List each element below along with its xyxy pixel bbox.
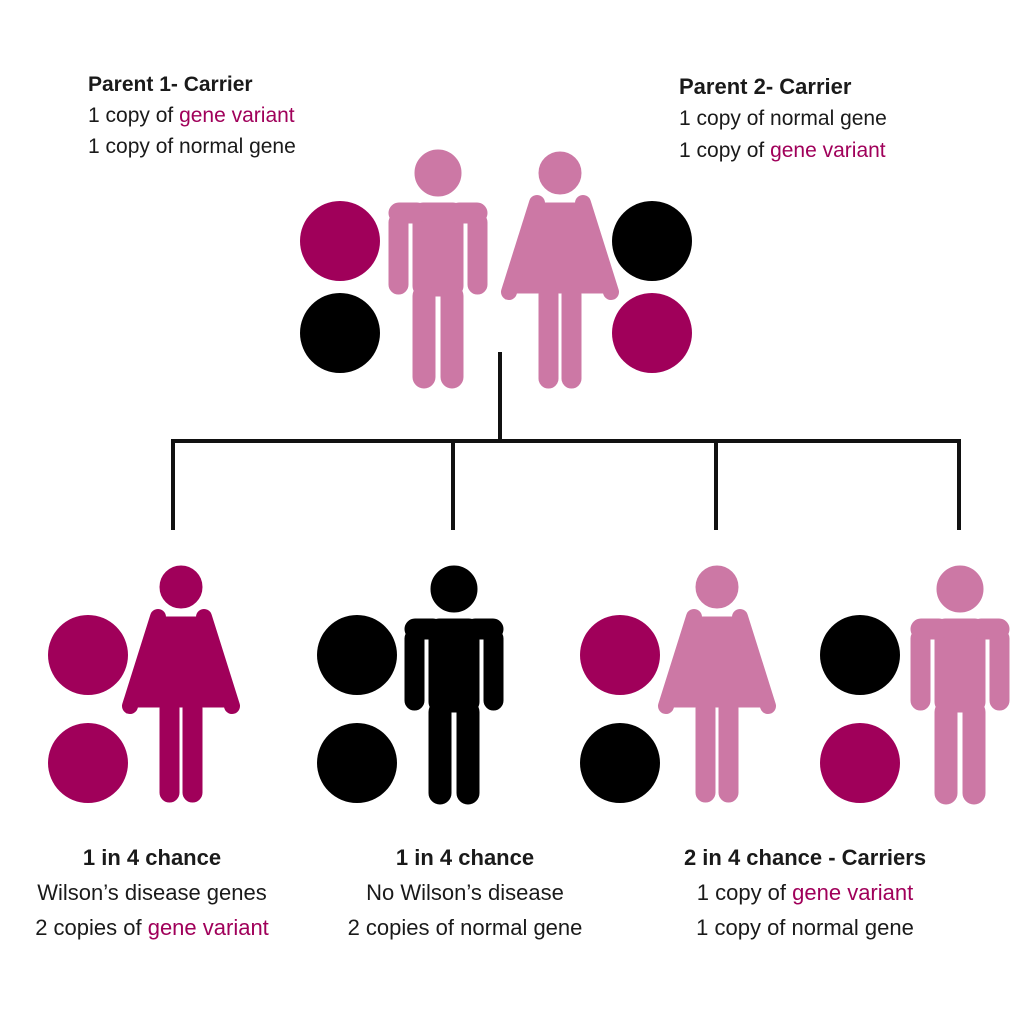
outcome-affected-line2: 2 copies of gene variant bbox=[0, 910, 307, 945]
parent2-line2-text: 1 copy of bbox=[679, 139, 771, 162]
normal-gene-dot bbox=[580, 723, 660, 803]
gene-variant-dot bbox=[820, 723, 900, 803]
parent1-label: Parent 1- Carrier 1 copy of gene variant… bbox=[88, 69, 296, 162]
parent1-line1: 1 copy of gene variant bbox=[88, 100, 296, 131]
male-figure-icon bbox=[910, 565, 1010, 805]
parent1-title: Parent 1- Carrier bbox=[88, 73, 253, 96]
child1-genes bbox=[48, 615, 128, 803]
outcome-unaffected-line1: No Wilson’s disease bbox=[366, 880, 564, 905]
child4-genes bbox=[820, 615, 900, 803]
outcome-unaffected-title: 1 in 4 chance bbox=[395, 845, 535, 870]
outcome-carrier-line1: 1 copy of gene variant bbox=[650, 875, 960, 910]
gene-variant-dot bbox=[612, 293, 692, 373]
gene-variant-dot bbox=[48, 615, 128, 695]
male-figure-icon bbox=[404, 565, 504, 805]
male-figure-icon bbox=[388, 149, 488, 389]
outcome-carrier-label: 2 in 4 chance - Carriers 1 copy of gene … bbox=[650, 840, 960, 945]
outcome-carrier-line2: 1 copy of normal gene bbox=[696, 915, 914, 940]
normal-gene-dot bbox=[820, 615, 900, 695]
parent1-genes bbox=[300, 201, 380, 373]
family-tree-connector bbox=[171, 352, 961, 530]
outcome-affected-gene-variant-text: gene variant bbox=[147, 915, 269, 940]
gene-variant-dot bbox=[300, 201, 380, 281]
outcome-carrier-title: 2 in 4 chance - Carriers bbox=[683, 845, 927, 870]
normal-gene-dot bbox=[317, 723, 397, 803]
female-figure-icon bbox=[666, 566, 768, 802]
parent2-gene-variant-text: gene variant bbox=[770, 139, 886, 162]
outcome-unaffected-line2: 2 copies of normal gene bbox=[347, 915, 583, 940]
parent2-title: Parent 2- Carrier bbox=[679, 74, 852, 99]
normal-gene-dot bbox=[317, 615, 397, 695]
parent2-label: Parent 2- Carrier 1 copy of normal gene … bbox=[679, 71, 887, 167]
normal-gene-dot bbox=[300, 293, 380, 373]
outcome-affected-line2-text: 2 copies of bbox=[35, 915, 148, 940]
outcome-carrier-line1-text: 1 copy of bbox=[696, 880, 793, 905]
outcome-affected-title: 1 in 4 chance bbox=[82, 845, 222, 870]
outcome-affected-line1: Wilson’s disease genes bbox=[37, 880, 267, 905]
parent1-gene-variant-text: gene variant bbox=[179, 104, 295, 127]
female-figure-icon bbox=[509, 152, 611, 388]
parent1-line1-text: 1 copy of bbox=[88, 104, 180, 127]
child2-genes bbox=[317, 615, 397, 803]
outcome-carrier-gene-variant-text: gene variant bbox=[792, 880, 914, 905]
parent2-genes bbox=[612, 201, 692, 373]
gene-variant-dot bbox=[580, 615, 660, 695]
outcome-unaffected-label: 1 in 4 chance No Wilson’s disease 2 copi… bbox=[310, 840, 620, 945]
parent2-line2: 1 copy of gene variant bbox=[679, 135, 887, 167]
child3-genes bbox=[580, 615, 660, 803]
female-figure-icon bbox=[130, 566, 232, 802]
parent2-line1: 1 copy of normal gene bbox=[679, 107, 887, 130]
outcome-affected-label: 1 in 4 chance Wilson’s disease genes 2 c… bbox=[0, 840, 307, 945]
normal-gene-dot bbox=[612, 201, 692, 281]
parent1-line2: 1 copy of normal gene bbox=[88, 135, 296, 158]
gene-variant-dot bbox=[48, 723, 128, 803]
